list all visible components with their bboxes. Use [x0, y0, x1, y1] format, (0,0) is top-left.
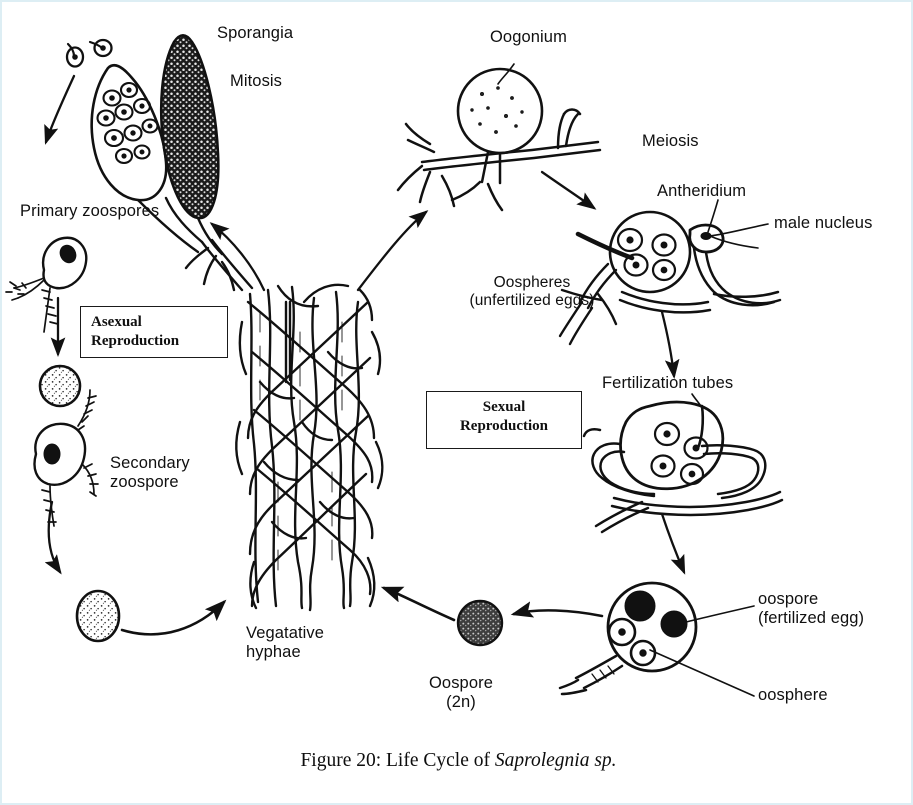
oogonium-illustration	[396, 67, 602, 212]
arrow-to-primary-zoospores	[44, 74, 76, 145]
fertilization-tubes-illustration	[582, 400, 784, 534]
arrow-secondary-to-cyst	[44, 500, 62, 575]
primary-zoospore	[5, 236, 88, 333]
arrow-oospore2n-to-hyphae	[380, 586, 456, 622]
label-antheridium: Antheridium	[657, 182, 747, 200]
arrow-oospore-to-oospore2n	[510, 601, 604, 618]
box-asexual-reproduction: Asexual Reproduction	[80, 306, 228, 358]
leader-antheridium	[707, 199, 719, 233]
primary-cyst	[38, 364, 82, 408]
arrow-to-oospore	[660, 512, 686, 575]
leader-male-nucleus	[709, 223, 769, 237]
caption-prefix: Figure 20: Life Cycle of	[300, 750, 495, 771]
label-sporangia: Sporangia	[217, 24, 294, 42]
oospore-illustration	[558, 581, 698, 696]
figure-caption: Figure 20: Life Cycle of Saprolegnia sp.	[2, 750, 911, 772]
caption-species-name: Saprolegnia sp.	[494, 750, 617, 771]
arrow-hyphae-to-oogonium	[356, 210, 429, 292]
label-meiosis: Meiosis	[642, 132, 699, 150]
box-sexual-reproduction: Sexual Reproduction	[426, 391, 582, 449]
label-oospore-2n: Oospore (2n)	[429, 674, 493, 712]
sporangium-mature	[159, 33, 220, 220]
vegetative-hyphae-illustration	[235, 283, 384, 612]
label-mitosis: Mitosis	[230, 72, 283, 90]
label-oospore-fertilized: oospore (fertilized egg)	[758, 590, 865, 628]
arrow-cyst-to-hyphae	[120, 599, 227, 636]
leader-fertilization-tubes	[691, 393, 703, 409]
leader-oospore	[685, 605, 755, 623]
label-oogonium: Oogonium	[490, 28, 567, 46]
oospore-dark-1	[624, 590, 656, 622]
leader-male-nucleus-2	[709, 235, 759, 249]
label-secondary-zoospore: Secondary zoospore	[110, 454, 190, 492]
secondary-zoospore	[33, 389, 99, 527]
leader-oogonium	[497, 63, 515, 85]
label-vegetative-hyphae: Vegatative hyphae	[246, 624, 325, 662]
label-fertilization-tubes: Fertilization tubes	[602, 374, 734, 392]
arrow-hyphae-to-sporangia	[209, 222, 266, 292]
label-oosphere: oosphere	[758, 686, 828, 704]
label-oospheres: Oospheres (unfertilized eggs)	[469, 274, 595, 310]
arrow-to-fertilization-tubes	[660, 310, 680, 379]
oospore-2n-illustration	[456, 599, 504, 647]
oogonium-antheridium-illustration	[558, 210, 782, 346]
label-male-nucleus: male nucleus	[774, 214, 873, 232]
label-primary-zoospores: Primary zoospores	[20, 202, 160, 220]
leader-oosphere	[649, 649, 755, 697]
oospore-dark-2	[660, 610, 688, 638]
arrow-oogonium-to-antheridium	[540, 170, 597, 210]
secondary-cyst	[75, 589, 121, 643]
sporangium-releasing	[65, 38, 168, 202]
